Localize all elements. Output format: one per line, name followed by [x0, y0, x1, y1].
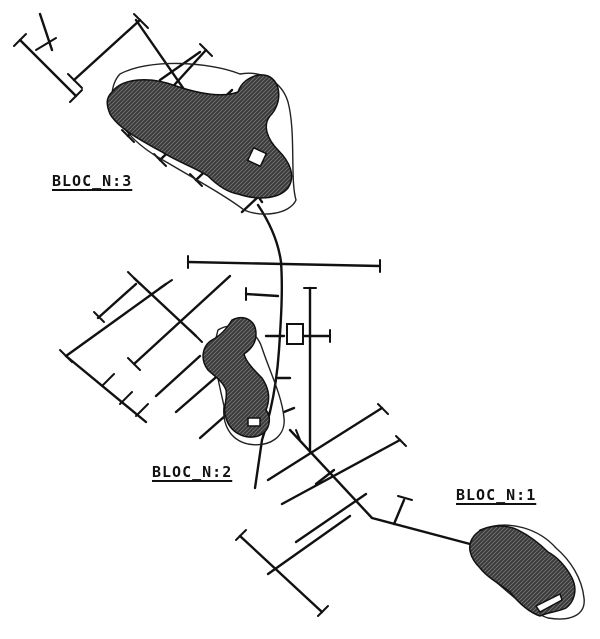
grid-lines-bloc-1 — [235, 403, 413, 617]
grid-lines-bloc-2 — [59, 271, 236, 440]
bloc-3-label: BLOC_N:3 — [52, 172, 133, 190]
building-bloc-1 — [468, 524, 585, 620]
building-bloc-3 — [106, 62, 297, 215]
access-road — [253, 203, 284, 490]
building-bloc-2 — [202, 316, 285, 446]
small-building-marker — [286, 323, 304, 345]
bloc-1-label: BLOC_N:1 — [456, 486, 537, 504]
reference-line-middle — [186, 255, 382, 273]
service-stubs — [244, 286, 332, 454]
bloc-2-label: BLOC_N:2 — [152, 463, 233, 481]
road-to-bloc-1 — [288, 428, 472, 546]
